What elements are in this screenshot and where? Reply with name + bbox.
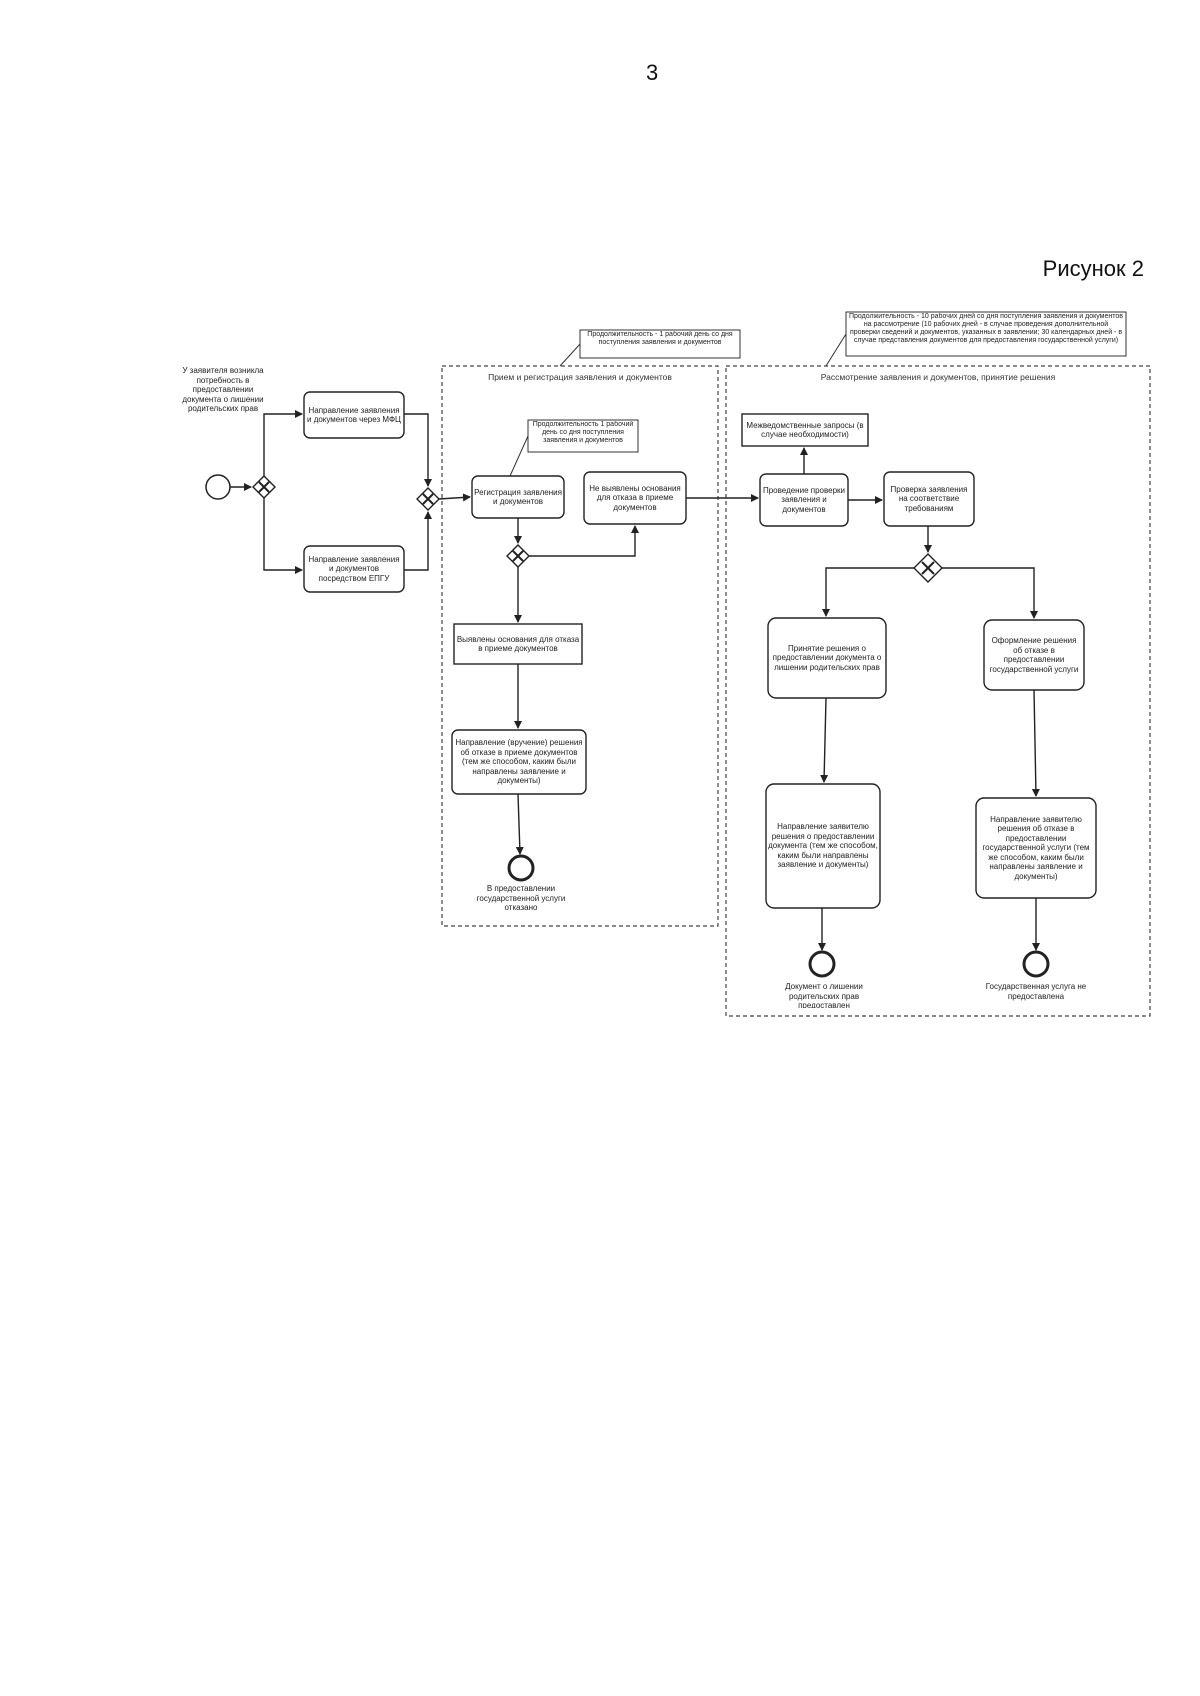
gateway-merge-channel	[416, 487, 440, 511]
end-event-refused	[507, 854, 535, 882]
task-notify-refusal-final: Направление заявителю решения об отказе …	[975, 797, 1097, 899]
gateway-check-grounds	[506, 544, 530, 568]
task-interagency-request: Межведомственные запросы (в случае необх…	[741, 413, 869, 447]
note-review-duration: Продолжительность - 10 рабочих дней со д…	[825, 311, 1127, 367]
note-reception-duration: Продолжительность - 1 рабочий день со дн…	[559, 329, 741, 367]
task-decision-grant: Принятие решения о предоставлении докуме…	[767, 617, 887, 699]
gateway-decision	[913, 553, 943, 583]
end-event-service-refused	[1022, 950, 1050, 978]
end-granted-label: Документ о лишении родительских прав пре…	[785, 982, 863, 1008]
page-number: 3	[646, 60, 659, 85]
gateway-split-channel	[252, 475, 276, 499]
task-decision-refuse: Оформление решения об отказе в предостав…	[983, 619, 1085, 691]
task-notify-refusal: Направление (вручение) решения об отказе…	[451, 729, 587, 795]
note-register-duration: Продолжительность 1 рабочий день со дня …	[509, 419, 639, 477]
lane-reception-title: Прием и регистрация заявления и документ…	[488, 372, 672, 382]
task-check-documents: Проведение проверки заявления и документ…	[759, 473, 849, 527]
task-no-grounds: Не выявлены основания для отказа в прием…	[583, 471, 687, 525]
start-event	[205, 474, 231, 500]
end-service-refused-label: Государственная услуга не предоставлена	[986, 982, 1087, 1001]
end-refused-label: В предоставлении государственной услуги …	[477, 884, 566, 912]
figure-caption: Рисунок 2	[1042, 256, 1144, 281]
task-grounds-found: Выявлены основания для отказа в приеме д…	[453, 623, 583, 665]
end-event-granted	[808, 950, 836, 978]
task-submit-mfc: Направление заявления и документов через…	[303, 391, 405, 439]
start-label: У заявителя возникла потребность в предо…	[182, 366, 263, 413]
task-notify-grant: Направление заявителю решения о предоста…	[765, 783, 881, 909]
task-register: Регистрация заявления и документов	[471, 475, 565, 519]
task-submit-epgu: Направление заявления и документов посре…	[303, 545, 405, 593]
lane-reception	[441, 365, 719, 927]
lane-review	[725, 365, 1151, 1017]
lane-review-title: Рассмотрение заявления и документов, при…	[821, 372, 1056, 382]
connectors	[230, 410, 1040, 951]
task-check-requirements: Проверка заявления на соответствие требо…	[883, 471, 975, 527]
